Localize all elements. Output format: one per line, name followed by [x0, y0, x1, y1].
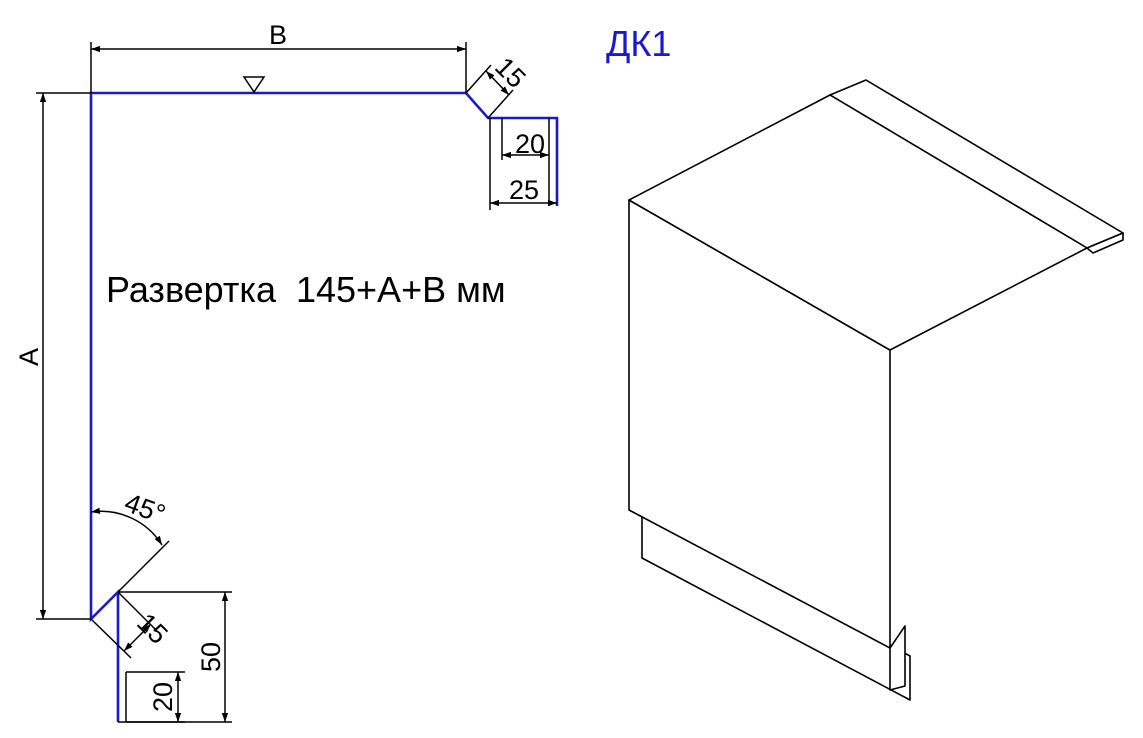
- dimension-bottom-total-label: 50: [196, 642, 226, 672]
- drawing-title: ДК1: [606, 23, 671, 64]
- dimension-bottom-bevel: 15: [90, 591, 174, 659]
- dimension-height-label: А: [14, 348, 44, 366]
- dimension-top-flange-outer-label: 25: [509, 175, 539, 205]
- dimension-angle: 45°: [90, 487, 170, 593]
- dimension-top-flange: 20 25: [489, 118, 557, 210]
- iso-side-strip: [889, 625, 906, 691]
- dimension-width: В: [90, 20, 467, 93]
- dimension-width-label: В: [269, 20, 287, 50]
- dimension-bottom-flange-label: 20: [148, 682, 178, 712]
- top-flange-return: [502, 116, 559, 206]
- isometric-view: [628, 79, 1124, 701]
- dimension-bottom-bevel-label: 15: [131, 607, 173, 649]
- dimension-angle-label: 45°: [121, 487, 170, 529]
- dimension-top-flange-inner-label: 20: [515, 129, 545, 159]
- dimension-top-bevel: 15: [465, 51, 532, 119]
- dimension-bottom-flange: 20: [125, 671, 185, 723]
- dimension-top-bevel-label: 15: [489, 51, 531, 93]
- iso-top-edge: [1086, 232, 1124, 254]
- surface-mark-icon: [242, 76, 266, 94]
- dimension-height: А: [14, 92, 91, 620]
- development-note: Развертка 145+А+В мм: [106, 269, 506, 310]
